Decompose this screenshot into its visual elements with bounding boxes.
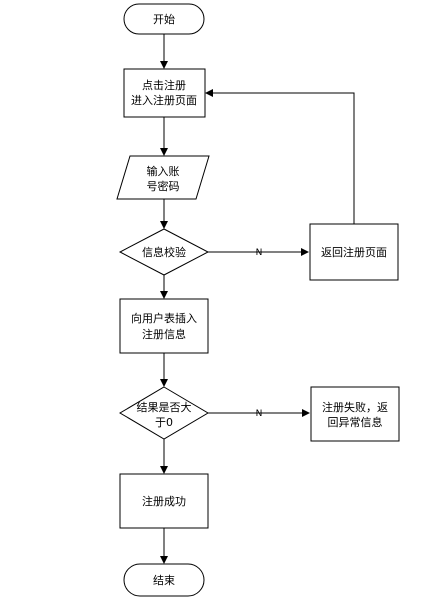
arrow-into-input <box>160 148 168 156</box>
info-verify-label: 信息校验 <box>142 245 186 259</box>
return-register-process <box>309 223 399 281</box>
arrow-into-register <box>160 61 168 69</box>
register-fail-process <box>310 386 400 442</box>
register-page-label-line2: 进入注册页面 <box>131 93 197 107</box>
info-verify-decision <box>118 228 210 276</box>
input-credentials-label-line2: 号密码 <box>147 179 180 193</box>
arrow-into-end <box>160 556 168 564</box>
edge-label-verify-no: N <box>256 248 263 258</box>
edge-return-to-register <box>212 92 355 224</box>
arrow-back-into-register <box>205 89 213 97</box>
start-terminator <box>123 3 205 35</box>
insert-user-info-label-line2: 注册信息 <box>142 327 186 341</box>
input-credentials-label-line1: 输入账 <box>147 164 180 178</box>
register-fail-label-line1: 注册失败，返 <box>322 400 388 414</box>
register-fail-label-line2: 回异常信息 <box>328 415 383 429</box>
arrow-into-success <box>160 466 168 474</box>
register-success-process <box>119 473 209 529</box>
end-terminator <box>123 563 205 597</box>
start-label: 开始 <box>153 12 175 26</box>
input-credentials-io <box>116 155 210 200</box>
insert-user-info-process <box>119 298 209 354</box>
register-page-label-line1: 点击注册 <box>142 78 186 92</box>
arrow-into-fail <box>302 409 310 417</box>
result-decision-label-line2: 于0 <box>155 416 173 429</box>
result-decision-label-line1: 结果是否大 <box>137 400 192 414</box>
register-success-label: 注册成功 <box>142 494 186 508</box>
arrow-into-result <box>160 379 168 387</box>
insert-user-info-label-line1: 向用户表插入 <box>131 311 197 325</box>
end-label: 结束 <box>153 574 175 587</box>
result-greater-than-zero-decision <box>119 386 209 440</box>
return-register-label: 返回注册页面 <box>321 245 387 259</box>
register-page-process <box>123 68 206 118</box>
edge-label-result-no: N <box>256 409 263 419</box>
arrow-into-return <box>301 248 309 256</box>
arrow-into-verify <box>160 221 168 229</box>
arrow-into-insert <box>160 291 168 299</box>
